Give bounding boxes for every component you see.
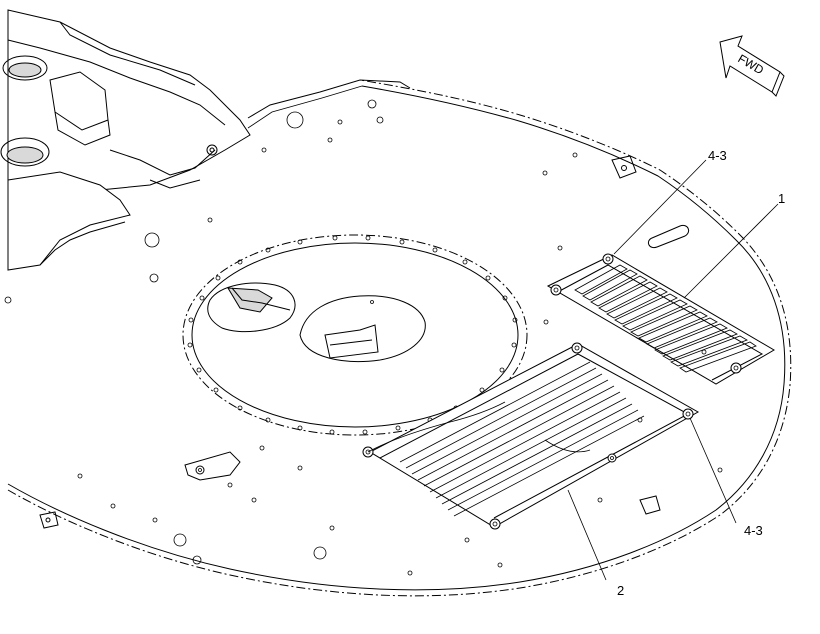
callout-2: 2 bbox=[617, 583, 624, 598]
deck-holes bbox=[4, 99, 723, 576]
deck-rear-edge bbox=[247, 79, 411, 119]
fwd-arrow-icon: FWD bbox=[719, 35, 785, 97]
leader-lines bbox=[567, 159, 779, 581]
center-ring bbox=[182, 234, 528, 436]
deck-plate-edge bbox=[7, 85, 786, 591]
deck-plate-outline bbox=[7, 79, 792, 597]
grille-plate-2 bbox=[362, 342, 700, 530]
callout-4-3-bottom: 4-3 bbox=[744, 523, 763, 538]
left-equipment bbox=[0, 9, 251, 271]
bracket-left bbox=[184, 451, 241, 481]
deck-rear-edge-2 bbox=[247, 85, 363, 129]
grille-plate-1 bbox=[546, 253, 775, 385]
callout-4-3-top: 4-3 bbox=[708, 148, 727, 163]
edge-tabs bbox=[39, 155, 661, 529]
slot-1 bbox=[647, 224, 690, 249]
callout-1: 1 bbox=[778, 191, 785, 206]
